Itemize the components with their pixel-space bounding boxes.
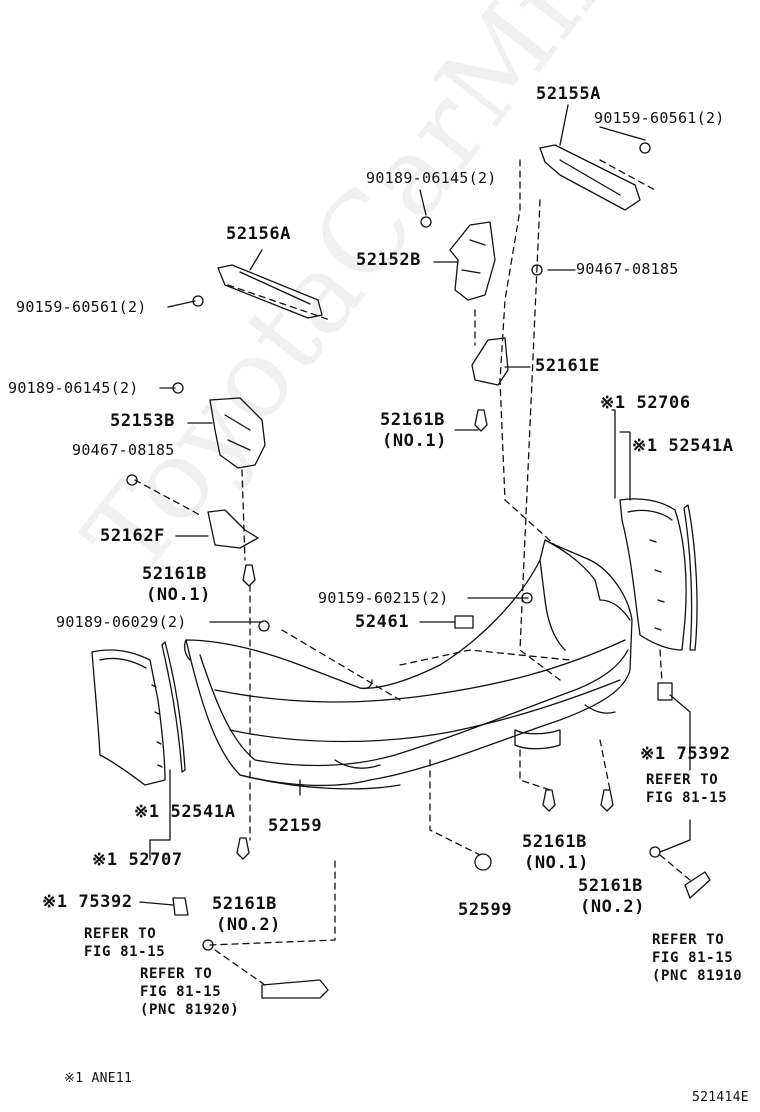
- label-52161E: 52161E: [535, 356, 601, 376]
- label-52161B-no1-mid: 52161B: [380, 410, 446, 430]
- dashed-lines: [134, 159, 691, 986]
- sensor-75392-left: [172, 897, 189, 916]
- rear-bumper-cover: [183, 539, 633, 790]
- reflector-right: [684, 871, 711, 899]
- label-52153B: 52153B: [110, 411, 176, 431]
- label-52706: ※1 52706: [600, 393, 691, 413]
- label-90159-60561-right: 90159-60561(2): [594, 109, 725, 127]
- retainer-52155A: [539, 144, 641, 211]
- label-90159-60561-left: 90159-60561(2): [16, 298, 147, 316]
- refer-note-right-1: REFER TO FIG 81-15: [646, 772, 728, 806]
- label-90159-60215: 90159-60215(2): [318, 589, 449, 607]
- bracket-52153B: [209, 397, 266, 469]
- footnote: ※1 ANE11: [64, 1071, 133, 1086]
- bracket-52161E: [471, 337, 509, 386]
- left-extension-part: [91, 641, 186, 786]
- label-52159: 52159: [268, 816, 323, 836]
- label-52161B-no1-left: 52161B: [142, 564, 208, 584]
- label-52541A-right: ※1 52541A: [632, 436, 734, 456]
- part-52461: [454, 615, 474, 629]
- label-no2-left: (NO.2): [216, 915, 282, 935]
- label-no1-mid: (NO.1): [382, 431, 448, 451]
- refer-note-left-2: REFER TO FIG 81-15 (PNC 81920): [140, 966, 240, 1018]
- label-52541A-left: ※1 52541A: [134, 802, 236, 822]
- leader-lines: [139, 104, 691, 906]
- figure-id: 521414E: [692, 1090, 749, 1105]
- label-90189-06145-left: 90189-06145(2): [8, 379, 139, 397]
- label-52162F: 52162F: [100, 526, 166, 546]
- label-52161B-no2-bottom: 52161B: [578, 876, 644, 896]
- label-52161B-no2-left: 52161B: [212, 894, 278, 914]
- clips-and-screws: [126, 142, 661, 951]
- label-75392-right: ※1 75392: [640, 744, 731, 764]
- label-52155A: 52155A: [536, 84, 602, 104]
- label-no2-bottom: (NO.2): [580, 897, 646, 917]
- label-90467-08185-right: 90467-08185: [576, 260, 679, 278]
- label-52161B-no1-bottom: 52161B: [522, 832, 588, 852]
- label-90189-06029: 90189-06029(2): [56, 613, 187, 631]
- refer-note-right-2: REFER TO FIG 81-15 (PNC 81910: [652, 932, 743, 984]
- label-52707: ※1 52707: [92, 850, 183, 870]
- refer-note-left-1: REFER TO FIG 81-15: [84, 926, 166, 960]
- label-52599: 52599: [458, 900, 513, 920]
- sensor-75392-right: [657, 682, 673, 701]
- right-extension-part: [619, 498, 698, 651]
- label-90189-06145-top: 90189-06145(2): [366, 169, 497, 187]
- label-52461: 52461: [355, 612, 410, 632]
- bracket-52152B: [449, 221, 496, 301]
- retainer-52156A: [217, 264, 323, 319]
- label-52156A: 52156A: [226, 224, 292, 244]
- label-90467-08185-left: 90467-08185: [72, 441, 175, 459]
- label-75392-left: ※1 75392: [42, 892, 133, 912]
- label-no1-left: (NO.1): [146, 585, 212, 605]
- bracket-52162F: [207, 509, 259, 549]
- label-52152B: 52152B: [356, 250, 422, 270]
- reflector-left: [261, 979, 329, 999]
- label-no1-bottom: (NO.1): [524, 853, 590, 873]
- part-52599: [474, 853, 492, 871]
